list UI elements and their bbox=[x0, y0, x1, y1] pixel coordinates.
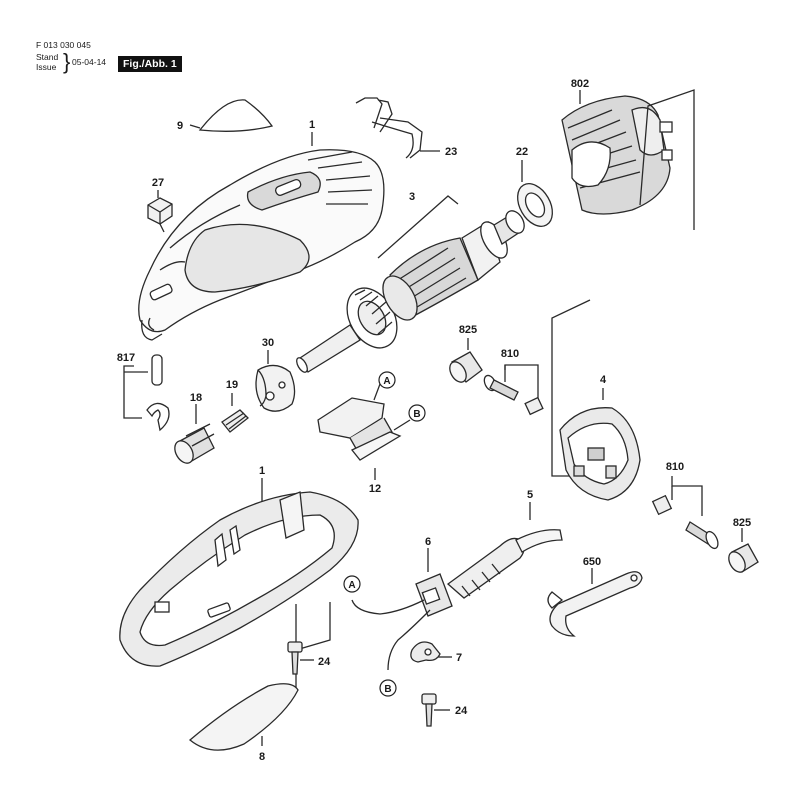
brush-cap-lower bbox=[728, 528, 759, 573]
label-1-bottom: 1 bbox=[259, 465, 265, 477]
label-650: 650 bbox=[583, 556, 601, 568]
label-19: 19 bbox=[226, 379, 238, 391]
svg-text:B: B bbox=[413, 409, 420, 420]
field-coil bbox=[561, 89, 695, 230]
label-3: 3 bbox=[409, 191, 415, 203]
stand-label: Stand bbox=[36, 52, 59, 62]
screw-right bbox=[421, 693, 450, 727]
issue-label: Issue bbox=[36, 62, 57, 72]
label-27: 27 bbox=[152, 177, 164, 189]
label-1-top: 1 bbox=[309, 119, 315, 131]
label-817: 817 bbox=[117, 352, 135, 364]
label-5: 5 bbox=[527, 489, 533, 501]
brush-lower bbox=[651, 476, 719, 550]
connector-a-bottom: A bbox=[343, 575, 361, 593]
power-cord bbox=[446, 502, 563, 599]
label-810-upper: 810 bbox=[501, 348, 519, 360]
spindle-lock bbox=[123, 354, 170, 432]
wire-clip bbox=[355, 97, 440, 159]
collet bbox=[221, 393, 249, 433]
nose-cap bbox=[255, 350, 296, 412]
label-23: 23 bbox=[445, 146, 457, 158]
figure-badge: Fig./Abb. 1 bbox=[118, 56, 182, 72]
label-12: 12 bbox=[369, 483, 381, 495]
bearing bbox=[517, 160, 553, 227]
brush-upper bbox=[483, 364, 544, 416]
label-24-right: 24 bbox=[455, 705, 468, 717]
cord-guard bbox=[351, 548, 453, 671]
brush-cap-upper bbox=[449, 338, 483, 383]
connector-b-top: B bbox=[408, 404, 426, 422]
part-number: F 013 030 045 bbox=[36, 40, 91, 50]
label-825-upper: 825 bbox=[459, 324, 477, 336]
connector-b-bottom: B bbox=[379, 679, 397, 697]
collet-nut bbox=[174, 404, 215, 464]
svg-text:B: B bbox=[384, 684, 391, 695]
label-802: 802 bbox=[571, 78, 589, 90]
housing-top bbox=[138, 132, 385, 341]
label-22: 22 bbox=[516, 146, 528, 158]
wrench bbox=[547, 568, 643, 637]
label-plate bbox=[188, 683, 299, 751]
header-brace: } bbox=[63, 49, 71, 74]
brush-holder bbox=[551, 299, 641, 501]
svg-text:A: A bbox=[383, 376, 390, 387]
housing-bottom bbox=[119, 478, 359, 688]
cord-clamp bbox=[410, 641, 452, 663]
label-9: 9 bbox=[177, 120, 183, 132]
connector-a-top: A bbox=[378, 371, 396, 389]
switch bbox=[317, 383, 411, 480]
switch-slider bbox=[147, 190, 173, 233]
label-30: 30 bbox=[262, 337, 274, 349]
issue-date: 05-04-14 bbox=[72, 57, 107, 67]
label-4: 4 bbox=[600, 374, 607, 386]
screw-left bbox=[287, 641, 314, 675]
label-7: 7 bbox=[456, 652, 462, 664]
svg-text:A: A bbox=[348, 580, 355, 591]
label-6: 6 bbox=[425, 536, 431, 548]
label-18: 18 bbox=[190, 392, 202, 404]
sanding-pad bbox=[189, 99, 274, 132]
label-24-left: 24 bbox=[318, 656, 331, 668]
drawing-header: F 013 030 045 Stand Issue } 05-04-14 Fig… bbox=[36, 40, 216, 80]
label-810-lower: 810 bbox=[666, 461, 684, 473]
armature bbox=[296, 195, 525, 373]
label-825-lower: 825 bbox=[733, 517, 751, 529]
label-8: 8 bbox=[259, 751, 265, 763]
